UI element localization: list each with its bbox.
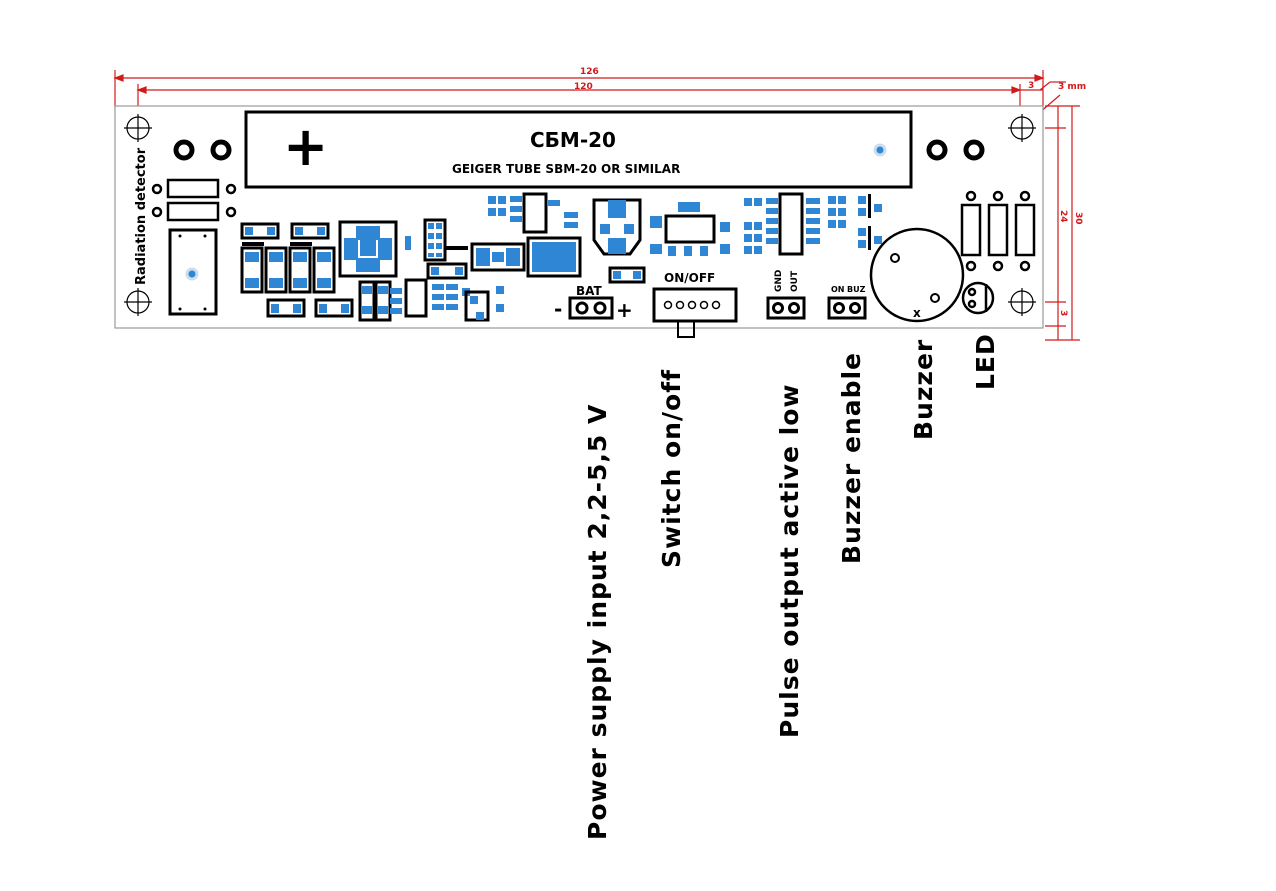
led-footprint — [961, 281, 995, 315]
buz-on-label: ON — [831, 285, 845, 294]
hv-via — [185, 267, 199, 281]
dim-margin-right: 3 — [1028, 81, 1034, 91]
output-connector — [766, 296, 806, 320]
switch-label: ON/OFF — [664, 271, 715, 285]
tube-via — [873, 143, 887, 157]
bat-plus: + — [616, 298, 633, 322]
tube-title: СБМ-20 — [530, 128, 616, 152]
label-power-supply: Power supply input 2,2-5,5 V — [583, 404, 612, 840]
geiger-tube-outline — [244, 110, 913, 189]
label-buzzer: Buzzer — [909, 339, 938, 440]
dim-height-inner: 24 — [1058, 210, 1068, 223]
right-resistors — [960, 190, 1036, 272]
left-resistors — [151, 178, 237, 222]
hv-component-corners — [178, 234, 207, 311]
label-led: LED — [971, 333, 1000, 390]
bat-label: BAT — [576, 284, 603, 298]
buzzer-x-mark: x — [913, 306, 921, 320]
label-switch: Switch on/off — [657, 369, 686, 568]
out-out-label: OUT — [790, 270, 800, 292]
label-buzzer-enable: Buzzer enable — [837, 352, 866, 564]
tube-clip-pads — [173, 139, 985, 161]
battery-connector — [568, 296, 614, 320]
out-gnd-label: GND — [774, 270, 784, 292]
bat-minus: - — [554, 297, 562, 321]
smd-components — [240, 192, 882, 322]
tube-plus-sign: + — [283, 115, 328, 178]
radiation-detector-label: Radiation detector — [134, 147, 149, 285]
dimension-lines — [113, 70, 1080, 341]
label-pulse-output: Pulse output active low — [775, 383, 804, 738]
dim-margin-label: 3 mm — [1058, 82, 1086, 92]
dim-total-width: 126 — [580, 67, 599, 77]
buz-buz-label: BUZ — [847, 285, 866, 294]
buzzer-footprint — [869, 227, 965, 323]
dim-margin-bottom: 3 — [1058, 310, 1068, 316]
tube-subtitle: GEIGER TUBE SBM-20 OR SIMILAR — [452, 162, 680, 176]
mounting-holes — [124, 114, 1036, 316]
switch-footprint[interactable] — [652, 287, 738, 338]
dim-height-total: 30 — [1073, 212, 1083, 225]
dim-inner-width: 120 — [574, 82, 593, 92]
hv-component — [168, 228, 218, 316]
buzzer-enable-connector — [827, 296, 867, 320]
